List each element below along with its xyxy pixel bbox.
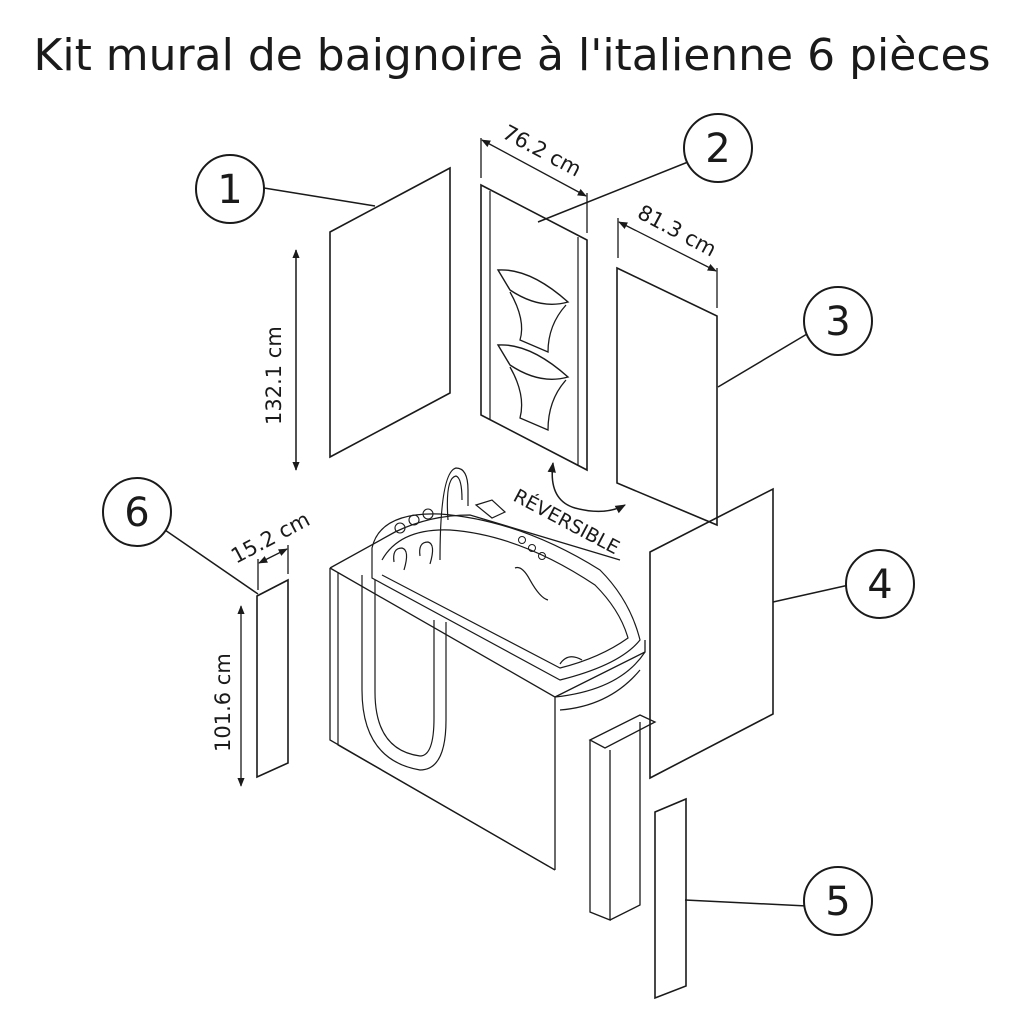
svg-text:1: 1 xyxy=(217,167,242,213)
callout-6: 6 xyxy=(102,477,172,547)
callout-5: 5 xyxy=(803,866,873,936)
svg-text:2: 2 xyxy=(705,126,730,172)
dimension-width-panel-2: 76.2 cm xyxy=(480,120,588,233)
dimension-width-panel-3: 81.3 cm xyxy=(617,200,721,308)
wall-panel-3 xyxy=(616,266,718,527)
dimension-width-panel-6: 15.2 cm xyxy=(227,507,314,590)
corner-shelf-lower xyxy=(496,344,570,431)
diagram-title: Kit mural de baignoire à l'italienne 6 p… xyxy=(33,30,991,81)
svg-text:101.6 cm: 101.6 cm xyxy=(211,653,235,752)
wall-panel-4 xyxy=(649,487,774,780)
callout-2: 2 xyxy=(683,113,753,183)
wall-panel-2 xyxy=(480,183,588,472)
callout-3: 3 xyxy=(803,286,873,356)
svg-text:3: 3 xyxy=(825,299,850,345)
svg-text:6: 6 xyxy=(124,490,149,536)
wall-panel-6 xyxy=(256,578,289,779)
svg-text:81.3 cm: 81.3 cm xyxy=(634,200,721,261)
wall-panel-1 xyxy=(329,166,451,459)
bathtub-support-post xyxy=(588,714,657,921)
leader-lines xyxy=(164,161,850,907)
svg-text:15.2 cm: 15.2 cm xyxy=(227,507,314,568)
svg-text:132.1 cm: 132.1 cm xyxy=(262,326,286,425)
wall-panel-5 xyxy=(654,797,687,1000)
callout-4: 4 xyxy=(845,549,915,619)
corner-shelf-upper xyxy=(496,269,570,353)
walk-in-bathtub xyxy=(329,467,646,871)
callout-1: 1 xyxy=(195,154,265,224)
dimension-height-panel-6: 101.6 cm xyxy=(211,605,245,787)
svg-text:5: 5 xyxy=(825,879,850,925)
dimension-height-panel-1: 132.1 cm xyxy=(262,249,300,471)
svg-text:4: 4 xyxy=(867,562,892,608)
